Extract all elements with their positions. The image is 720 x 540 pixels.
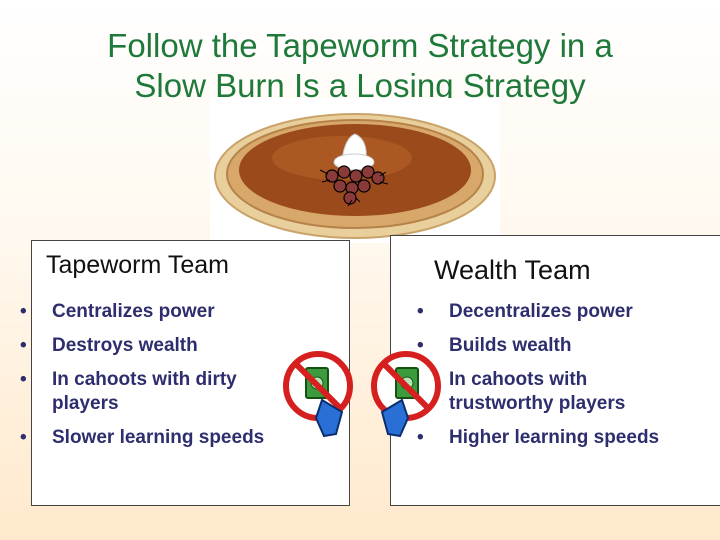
list-item: Decentralizes power bbox=[411, 300, 659, 324]
slide-title-line-1: Follow the Tapeworm Strategy in a bbox=[107, 27, 613, 64]
wealth-team-list: Decentralizes power Builds wealth In cah… bbox=[411, 300, 659, 460]
list-item: Centralizes power bbox=[14, 300, 264, 324]
list-item: Builds wealth bbox=[411, 334, 659, 358]
pumpkin-pie-icon bbox=[210, 98, 500, 243]
slide-title: Follow the Tapeworm Strategy in a Slow B… bbox=[0, 26, 720, 106]
tapeworm-team-list: Centralizes power Destroys wealth In cah… bbox=[14, 300, 264, 460]
no-money-exchange-icon bbox=[371, 351, 441, 438]
slide-title-line-2: Slow Burn Is a Losing Strategy bbox=[134, 67, 586, 104]
list-item: Higher learning speeds bbox=[411, 426, 659, 450]
list-item: Destroys wealth bbox=[14, 334, 264, 358]
wealth-team-heading: Wealth Team bbox=[434, 255, 591, 285]
list-item: Slower learning speeds bbox=[14, 426, 264, 450]
tapeworm-team-heading: Tapeworm Team bbox=[46, 251, 229, 279]
no-money-exchange-icon bbox=[283, 351, 353, 438]
